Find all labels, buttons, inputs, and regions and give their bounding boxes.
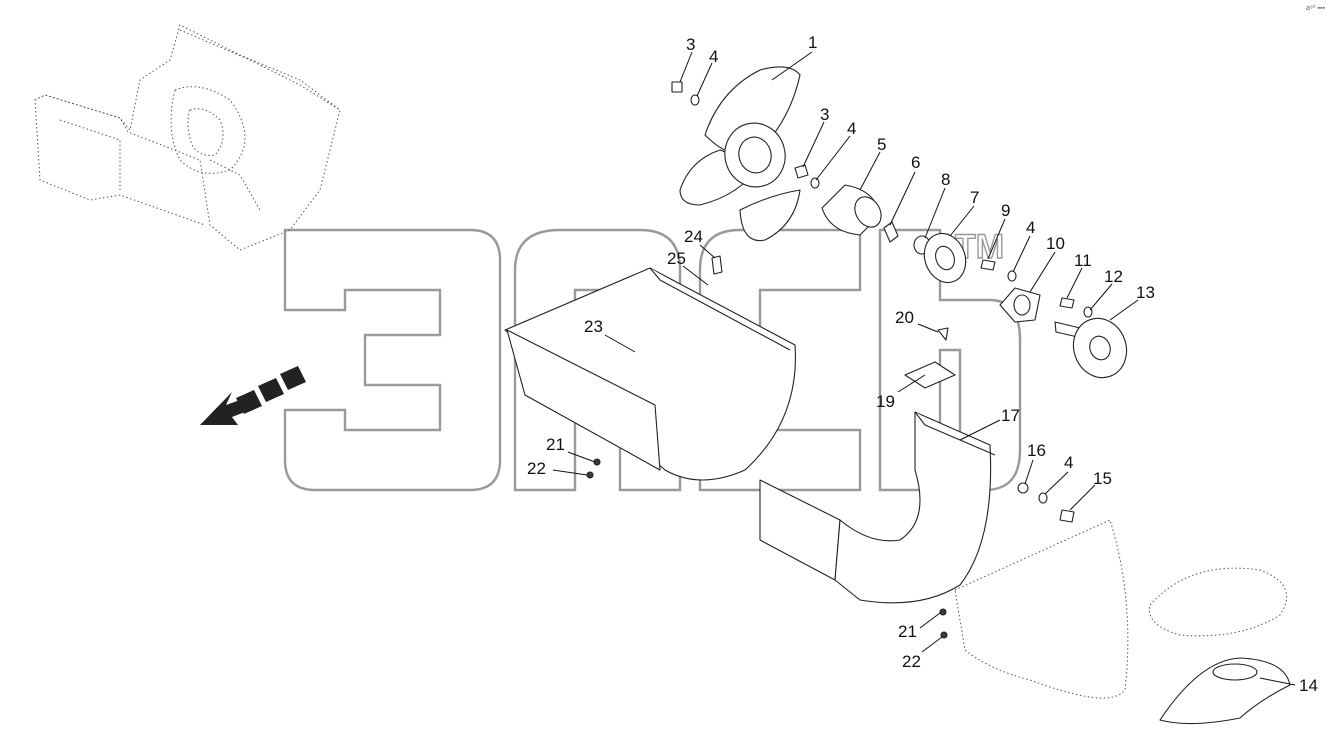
callout-21a: 21 (546, 435, 565, 454)
watermark-letter-p (513, 228, 682, 492)
callout-24: 24 (684, 227, 703, 246)
callout-leaders (552, 51, 1296, 686)
callout-4b: 4 (847, 119, 856, 138)
washer-4d (1038, 492, 1048, 504)
bolt-3a (671, 81, 683, 93)
nut-22a (586, 471, 594, 479)
watermark-letter-e (283, 228, 502, 492)
corner-mark: a⁸⁰ ▪▪▪ (1305, 5, 1325, 12)
washer-21b (939, 608, 947, 616)
callout-8: 8 (941, 170, 950, 189)
callout-1: 1 (808, 33, 817, 52)
callout-15: 15 (1093, 469, 1112, 488)
part-6-key (883, 221, 899, 243)
callout-4d: 4 (1064, 453, 1073, 472)
callout-5: 5 (877, 135, 886, 154)
assembly-overview (34, 24, 341, 251)
part-23-housing-shell (504, 267, 796, 481)
callout-14: 14 (1299, 676, 1318, 695)
callout-22b: 22 (902, 652, 921, 671)
nut-16 (1017, 482, 1029, 494)
side-plate-outline (954, 519, 1129, 699)
part-20-screw (937, 327, 949, 341)
washer-4b (810, 177, 820, 189)
bolt-3b (794, 164, 809, 179)
bolt-9 (980, 259, 996, 271)
bolt-11 (1059, 297, 1075, 309)
part-10-flange (999, 287, 1041, 323)
bolt-15 (1059, 509, 1075, 523)
callout-4a: 4 (709, 47, 718, 66)
part-19-plate (904, 361, 956, 389)
part-1-impeller (679, 66, 801, 242)
callout-23: 23 (584, 317, 603, 336)
callout-17: 17 (1001, 406, 1020, 425)
callout-25: 25 (667, 249, 686, 268)
part-17-lower-housing (759, 411, 996, 604)
part-7-bearing-housing (923, 232, 967, 284)
callout-13: 13 (1136, 283, 1155, 302)
bolt-24 (711, 255, 723, 275)
callout-7: 7 (970, 188, 979, 207)
callout-3b: 3 (820, 105, 829, 124)
callout-11: 11 (1074, 251, 1092, 270)
callout-21b: 21 (898, 622, 917, 641)
callout-16: 16 (1027, 441, 1046, 460)
callout-19: 19 (876, 392, 895, 411)
washer-4a (690, 94, 700, 106)
callout-9: 9 (1001, 201, 1010, 220)
direction-arrow (200, 366, 306, 425)
callout-labels: 3 4 1 3 4 5 6 8 7 9 4 10 11 12 13 24 25 … (527, 33, 1318, 695)
callout-22a: 22 (527, 459, 546, 478)
callout-10: 10 (1046, 234, 1065, 253)
callout-20: 20 (895, 308, 914, 327)
part-13-shaft-hub (1054, 317, 1128, 379)
callout-4c: 4 (1026, 218, 1035, 237)
nut-22b (940, 631, 948, 639)
callout-3a: 3 (686, 35, 695, 54)
part-5-bushing (821, 184, 882, 236)
callout-6: 6 (911, 153, 920, 172)
washer-4c (1007, 270, 1017, 282)
part-14-cover-upper (1148, 567, 1288, 637)
callout-12: 12 (1104, 267, 1123, 286)
part-14-cover-lower (1159, 657, 1291, 725)
